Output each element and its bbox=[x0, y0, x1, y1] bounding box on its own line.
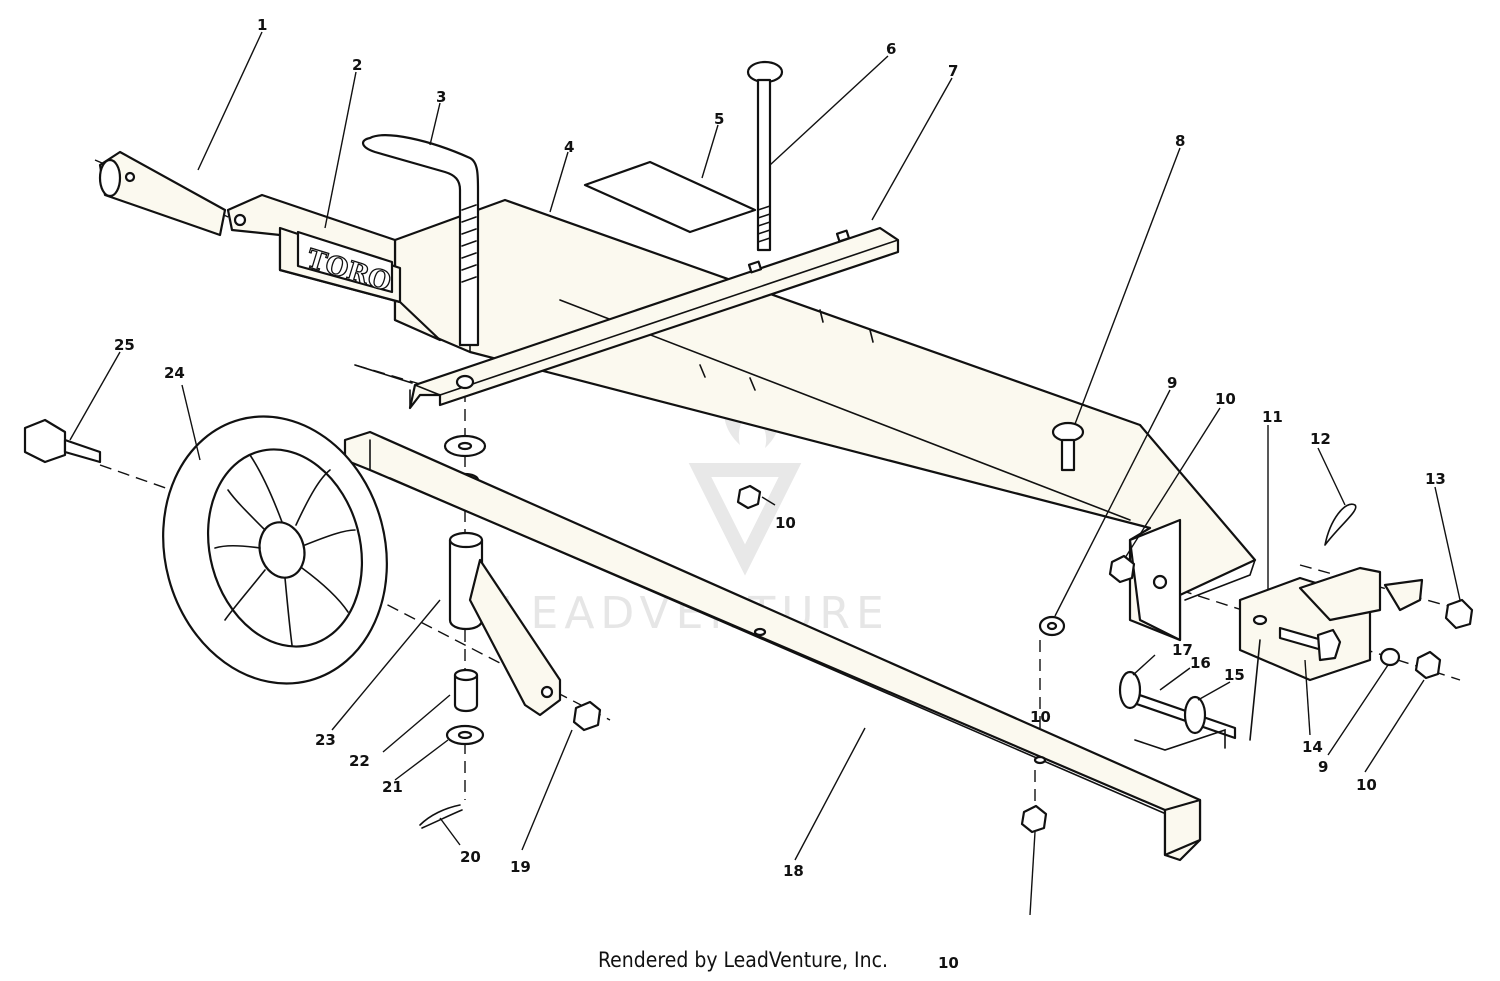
callout-1: 1 bbox=[257, 16, 267, 34]
part-8-carriage-bolt bbox=[1051, 421, 1085, 472]
part-6-carriage-bolt bbox=[746, 60, 784, 252]
callout-3: 3 bbox=[436, 88, 446, 106]
callout-5: 5 bbox=[714, 110, 724, 128]
part-3-j-bolt bbox=[362, 134, 480, 347]
part-11-plate bbox=[1238, 566, 1424, 682]
callout-8: 8 bbox=[1175, 132, 1185, 150]
part-23-caster-arm bbox=[468, 558, 562, 717]
part-20-cotter-pin bbox=[419, 804, 463, 829]
callout-6: 6 bbox=[886, 40, 896, 58]
callout-10: 10 bbox=[1356, 776, 1377, 794]
part-7-cross-bar bbox=[354, 226, 900, 410]
part-24-wheel bbox=[162, 415, 388, 685]
part-25-shoulder-bolt bbox=[23, 418, 102, 464]
callout-15: 15 bbox=[1224, 666, 1245, 684]
callout-10: 10 bbox=[775, 514, 796, 532]
washers bbox=[1038, 615, 1401, 667]
callout-2: 2 bbox=[352, 56, 362, 74]
callout-9: 9 bbox=[1318, 758, 1328, 776]
callout-14: 14 bbox=[1302, 738, 1323, 756]
callout-10: 10 bbox=[938, 954, 959, 972]
part-16-axle bbox=[1118, 639, 1261, 751]
part-12-hair-pin bbox=[1324, 503, 1357, 546]
callout-labels: 1 2 3 4 5 6 7 8 9 10 10 11 12 13 14 9 10… bbox=[114, 16, 1446, 972]
callout-21: 21 bbox=[382, 778, 403, 796]
nuts bbox=[572, 484, 1474, 834]
callout-23: 23 bbox=[315, 731, 336, 749]
callout-9: 9 bbox=[1167, 374, 1177, 392]
credit-text: Rendered by LeadVenture, Inc. bbox=[598, 948, 888, 972]
callout-17: 17 bbox=[1172, 641, 1193, 659]
callout-25: 25 bbox=[114, 336, 135, 354]
callout-7: 7 bbox=[948, 62, 958, 80]
part-1-tube bbox=[98, 150, 227, 237]
callout-20: 20 bbox=[460, 848, 481, 866]
part-5-decal bbox=[583, 160, 757, 234]
part-14-bolt bbox=[1278, 626, 1342, 662]
callout-10: 10 bbox=[1215, 390, 1236, 408]
part-18-lower-channel bbox=[343, 430, 1202, 862]
callout-10: 10 bbox=[1030, 708, 1051, 726]
callout-11: 11 bbox=[1262, 408, 1283, 426]
callout-4: 4 bbox=[564, 138, 574, 156]
callout-18: 18 bbox=[783, 862, 804, 880]
callout-24: 24 bbox=[164, 364, 185, 382]
callout-13: 13 bbox=[1425, 470, 1446, 488]
callout-22: 22 bbox=[349, 752, 370, 770]
callout-12: 12 bbox=[1310, 430, 1331, 448]
callout-19: 19 bbox=[510, 858, 531, 876]
leader-lines bbox=[69, 31, 1461, 916]
callout-16: 16 bbox=[1190, 654, 1211, 672]
